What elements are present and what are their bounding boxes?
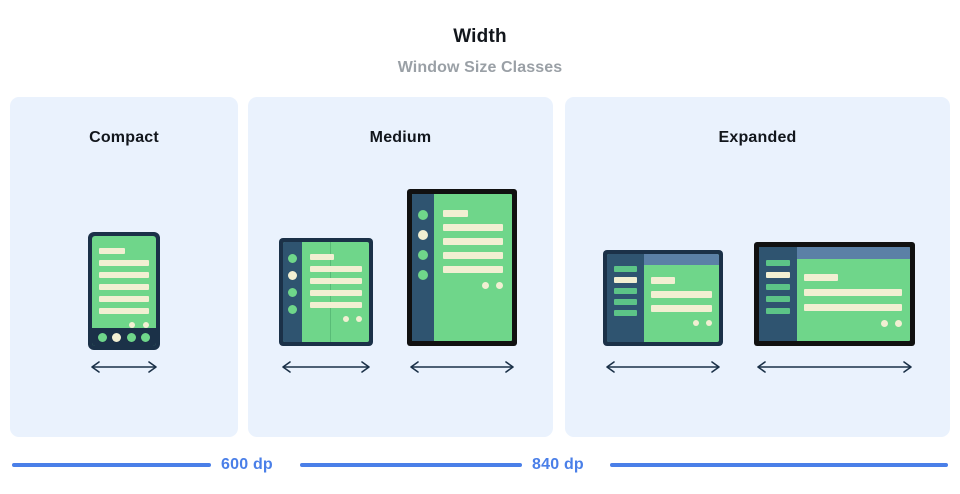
- top-app-bar: [644, 254, 719, 265]
- content-line: [443, 266, 503, 273]
- fab-dot: [343, 316, 349, 322]
- content-line: [804, 274, 838, 281]
- fab-dot: [496, 282, 503, 289]
- rail-dot: [288, 305, 297, 314]
- content-line: [99, 296, 149, 302]
- foldable-screen: [283, 242, 369, 342]
- panel-compact: Compact: [10, 97, 238, 437]
- content-line: [99, 308, 149, 314]
- rule-segment-middle: [300, 463, 522, 467]
- navigation-rail: [283, 242, 302, 342]
- content-line: [310, 278, 362, 284]
- rail-dot: [418, 210, 428, 220]
- drawer-item: [766, 296, 790, 302]
- content-line: [804, 289, 902, 296]
- content-line: [651, 291, 712, 298]
- rail-dot-active: [418, 230, 428, 240]
- drawer-item: [766, 284, 790, 290]
- fab-dot: [143, 322, 149, 328]
- content-line: [310, 302, 362, 308]
- panel-title-medium: Medium: [369, 129, 432, 146]
- device-phone-portrait: [88, 232, 160, 350]
- tablet-landscape-small-screen: [607, 254, 719, 342]
- fab-dot: [356, 316, 362, 322]
- phone-screen: [92, 236, 156, 346]
- rail-dot: [288, 288, 297, 297]
- device-tablet-landscape-small: [603, 250, 723, 346]
- size-class-panels: Compact: [0, 97, 960, 437]
- content-line: [99, 272, 149, 278]
- bottom-nav-dot-active: [112, 332, 122, 342]
- content-line: [651, 277, 675, 284]
- tablet-portrait-screen: [412, 194, 512, 341]
- device-tablet-landscape-large: [754, 242, 915, 346]
- drawer-item-active: [614, 277, 637, 283]
- navigation-drawer: [607, 254, 644, 342]
- navigation-drawer: [759, 247, 797, 341]
- bottom-nav-dot: [97, 332, 107, 342]
- fab-dot: [482, 282, 489, 289]
- rule-segment-left: [12, 463, 211, 467]
- content-line: [443, 224, 503, 231]
- drawer-item: [766, 308, 790, 314]
- fab-dot: [881, 320, 888, 327]
- breakpoint-rules: 600 dp 840 dp: [0, 437, 960, 494]
- rail-dot: [418, 270, 428, 280]
- panel-title-compact: Compact: [89, 129, 159, 146]
- rule-segment-right: [610, 463, 948, 467]
- rail-dot: [418, 250, 428, 260]
- navigation-rail: [412, 194, 434, 341]
- top-app-bar: [797, 247, 910, 259]
- content-line: [443, 238, 503, 245]
- drawer-item: [766, 260, 790, 266]
- content-line: [651, 305, 712, 312]
- panel-expanded: Expanded: [565, 97, 950, 437]
- content-line: [804, 304, 902, 311]
- breakpoint-label-600dp: 600 dp: [221, 456, 273, 473]
- drawer-item-active: [766, 272, 790, 278]
- content-line: [99, 284, 149, 290]
- breakpoint-label-840dp: 840 dp: [532, 456, 584, 473]
- content-line: [310, 290, 362, 296]
- fab-dot: [706, 320, 712, 326]
- rail-dot-active: [288, 271, 297, 280]
- content-line: [310, 254, 334, 260]
- drawer-item: [614, 288, 637, 294]
- content-line: [99, 248, 125, 254]
- page-title: Width: [453, 26, 507, 47]
- width-arrow-landscape-large: [754, 360, 915, 374]
- content-line: [310, 266, 362, 272]
- content-line: [443, 210, 468, 217]
- content-line: [443, 252, 503, 259]
- panel-medium: Medium: [248, 97, 553, 437]
- tablet-landscape-large-screen: [759, 247, 910, 341]
- content-line: [99, 260, 149, 266]
- bottom-nav-dot: [126, 332, 136, 342]
- page-subtitle: Window Size Classes: [397, 59, 563, 76]
- device-foldable-dual-screen: [279, 238, 373, 346]
- width-arrow-landscape-small: [603, 360, 723, 374]
- header: Width Window Size Classes: [0, 0, 960, 76]
- bottom-nav-dot: [141, 332, 151, 342]
- rail-dot: [288, 254, 297, 263]
- drawer-item: [614, 299, 637, 305]
- fab-dot: [129, 322, 135, 328]
- drawer-item: [614, 310, 637, 316]
- width-arrow-foldable: [279, 360, 373, 374]
- fab-dot: [693, 320, 699, 326]
- drawer-item: [614, 266, 637, 272]
- device-tablet-portrait: [407, 189, 517, 346]
- fab-dot: [895, 320, 902, 327]
- panel-title-expanded: Expanded: [718, 129, 797, 146]
- phone-bottom-nav: [92, 328, 156, 346]
- width-arrow-tablet-portrait: [407, 360, 517, 374]
- width-arrow-compact: [88, 360, 160, 374]
